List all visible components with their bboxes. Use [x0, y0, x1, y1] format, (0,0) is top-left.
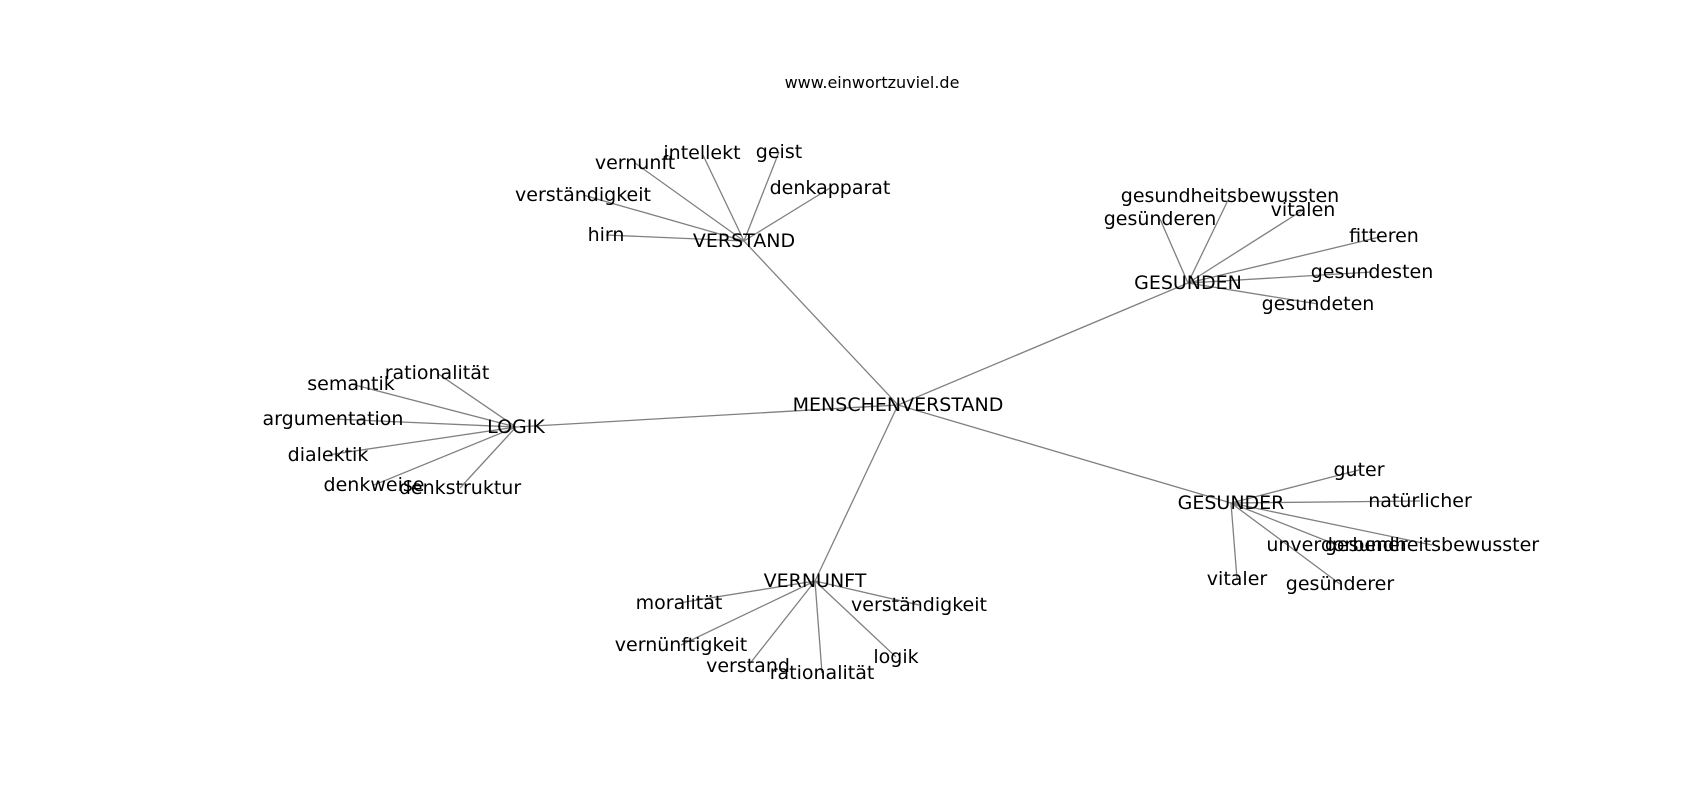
- edges-layer: [327, 151, 1433, 674]
- node-label-vernünftigkeit: vernünftigkeit: [615, 634, 747, 656]
- edge-logik-denkweise: [373, 426, 517, 486]
- edge-verstand-vernunft: [634, 162, 745, 242]
- edge-logik-semantik: [350, 383, 517, 428]
- edge-logik-argumentation: [332, 418, 517, 428]
- edge-verstand-verständigkeit: [582, 194, 745, 242]
- site-title: www.einwortzuviel.de: [785, 73, 960, 92]
- edge-menschenverstand-gesunder: [897, 404, 1232, 504]
- node-label-moralität: moralität: [636, 592, 723, 614]
- node-label-guter: guter: [1333, 459, 1384, 481]
- node-label-gesundesten: gesundesten: [1311, 261, 1434, 283]
- node-label-fitteren: fitteren: [1349, 225, 1419, 247]
- edge-vernunft-verstand: [747, 580, 816, 667]
- edge-gesunder-unverdorbener: [1230, 502, 1338, 546]
- node-label-logik: logik: [873, 646, 918, 668]
- edge-gesunden-gesünderen: [1159, 218, 1189, 284]
- node-label-gesünderer: gesünderer: [1286, 573, 1395, 595]
- edge-gesunder-guter: [1230, 469, 1360, 504]
- edge-gesunden-gesundeten: [1187, 282, 1319, 305]
- node-label-logik: LOGIK: [487, 416, 545, 438]
- edge-gesunden-fitteren: [1187, 235, 1385, 284]
- node-label-denkapparat: denkapparat: [770, 177, 891, 199]
- edge-logik-rationalität: [436, 372, 517, 428]
- node-label-natürlicher: natürlicher: [1368, 490, 1472, 512]
- edge-gesunden-gesundheitsbewussten: [1187, 195, 1231, 284]
- edge-vernunft-vernünftigkeit: [680, 580, 816, 646]
- edge-menschenverstand-logik: [515, 404, 899, 428]
- node-label-vitalen: vitalen: [1271, 199, 1336, 221]
- node-label-verstand: verstand: [706, 655, 790, 677]
- node-label-vitaler: vitaler: [1207, 568, 1268, 590]
- edge-gesunder-gesünderer: [1230, 502, 1341, 585]
- node-label-rationalität: rationalität: [770, 662, 875, 684]
- edge-vernunft-rationalität: [814, 580, 823, 674]
- edge-verstand-denkapparat: [743, 187, 831, 242]
- edge-verstand-geist: [743, 151, 780, 242]
- node-label-denkstruktur: denkstruktur: [399, 477, 521, 499]
- node-label-gesünderen: gesünderen: [1104, 208, 1217, 230]
- node-label-denkweise: denkweise: [324, 474, 425, 496]
- node-label-dialektik: dialektik: [288, 444, 369, 466]
- edge-menschenverstand-vernunft: [814, 404, 899, 582]
- node-label-menschenverstand: MENSCHENVERSTAND: [793, 394, 1004, 416]
- node-label-vernunft: vernunft: [595, 152, 675, 174]
- edge-gesunder-gesundheitsbewusster: [1230, 502, 1433, 546]
- edge-logik-denkstruktur: [459, 426, 517, 489]
- node-label-intellekt: intellekt: [663, 142, 740, 164]
- edge-menschenverstand-gesunden: [897, 282, 1189, 406]
- edge-gesunder-natürlicher: [1230, 500, 1421, 504]
- node-label-verständigkeit: verständigkeit: [515, 184, 651, 206]
- edge-gesunder-vitaler: [1230, 502, 1238, 580]
- node-label-gesunder: GESUNDER: [1178, 492, 1285, 514]
- edge-verstand-intellekt: [701, 152, 745, 242]
- edge-vernunft-verständigkeit: [814, 580, 920, 606]
- node-label-gesunden: GESUNDEN: [1134, 272, 1242, 294]
- node-label-unverdorbener: unverdorbener: [1266, 534, 1407, 556]
- node-label-argumentation: argumentation: [263, 408, 404, 430]
- node-label-rationalität: rationalität: [385, 362, 490, 384]
- edge-gesunden-gesundesten: [1187, 271, 1373, 284]
- node-label-hirn: hirn: [588, 224, 625, 246]
- node-label-gesundheitsbewusster: gesundheitsbewusster: [1325, 534, 1539, 556]
- node-label-geist: geist: [756, 141, 802, 163]
- node-label-gesundheitsbewussten: gesundheitsbewussten: [1121, 185, 1339, 207]
- edge-menschenverstand-verstand: [743, 240, 899, 406]
- edge-gesunden-vitalen: [1187, 209, 1304, 284]
- edge-logik-dialektik: [327, 426, 517, 456]
- node-label-verständigkeit: verständigkeit: [851, 594, 987, 616]
- edge-verstand-hirn: [605, 234, 745, 242]
- node-label-gesundeten: gesundeten: [1262, 293, 1375, 315]
- node-label-semantik: semantik: [307, 373, 395, 395]
- node-label-verstand: VERSTAND: [693, 230, 795, 252]
- edge-vernunft-moralität: [678, 580, 816, 604]
- edge-vernunft-logik: [814, 580, 897, 658]
- node-label-vernunft: VERNUNFT: [764, 570, 867, 592]
- labels-layer: MENSCHENVERSTAND VERSTAND hirn verständigke…: [263, 141, 1540, 684]
